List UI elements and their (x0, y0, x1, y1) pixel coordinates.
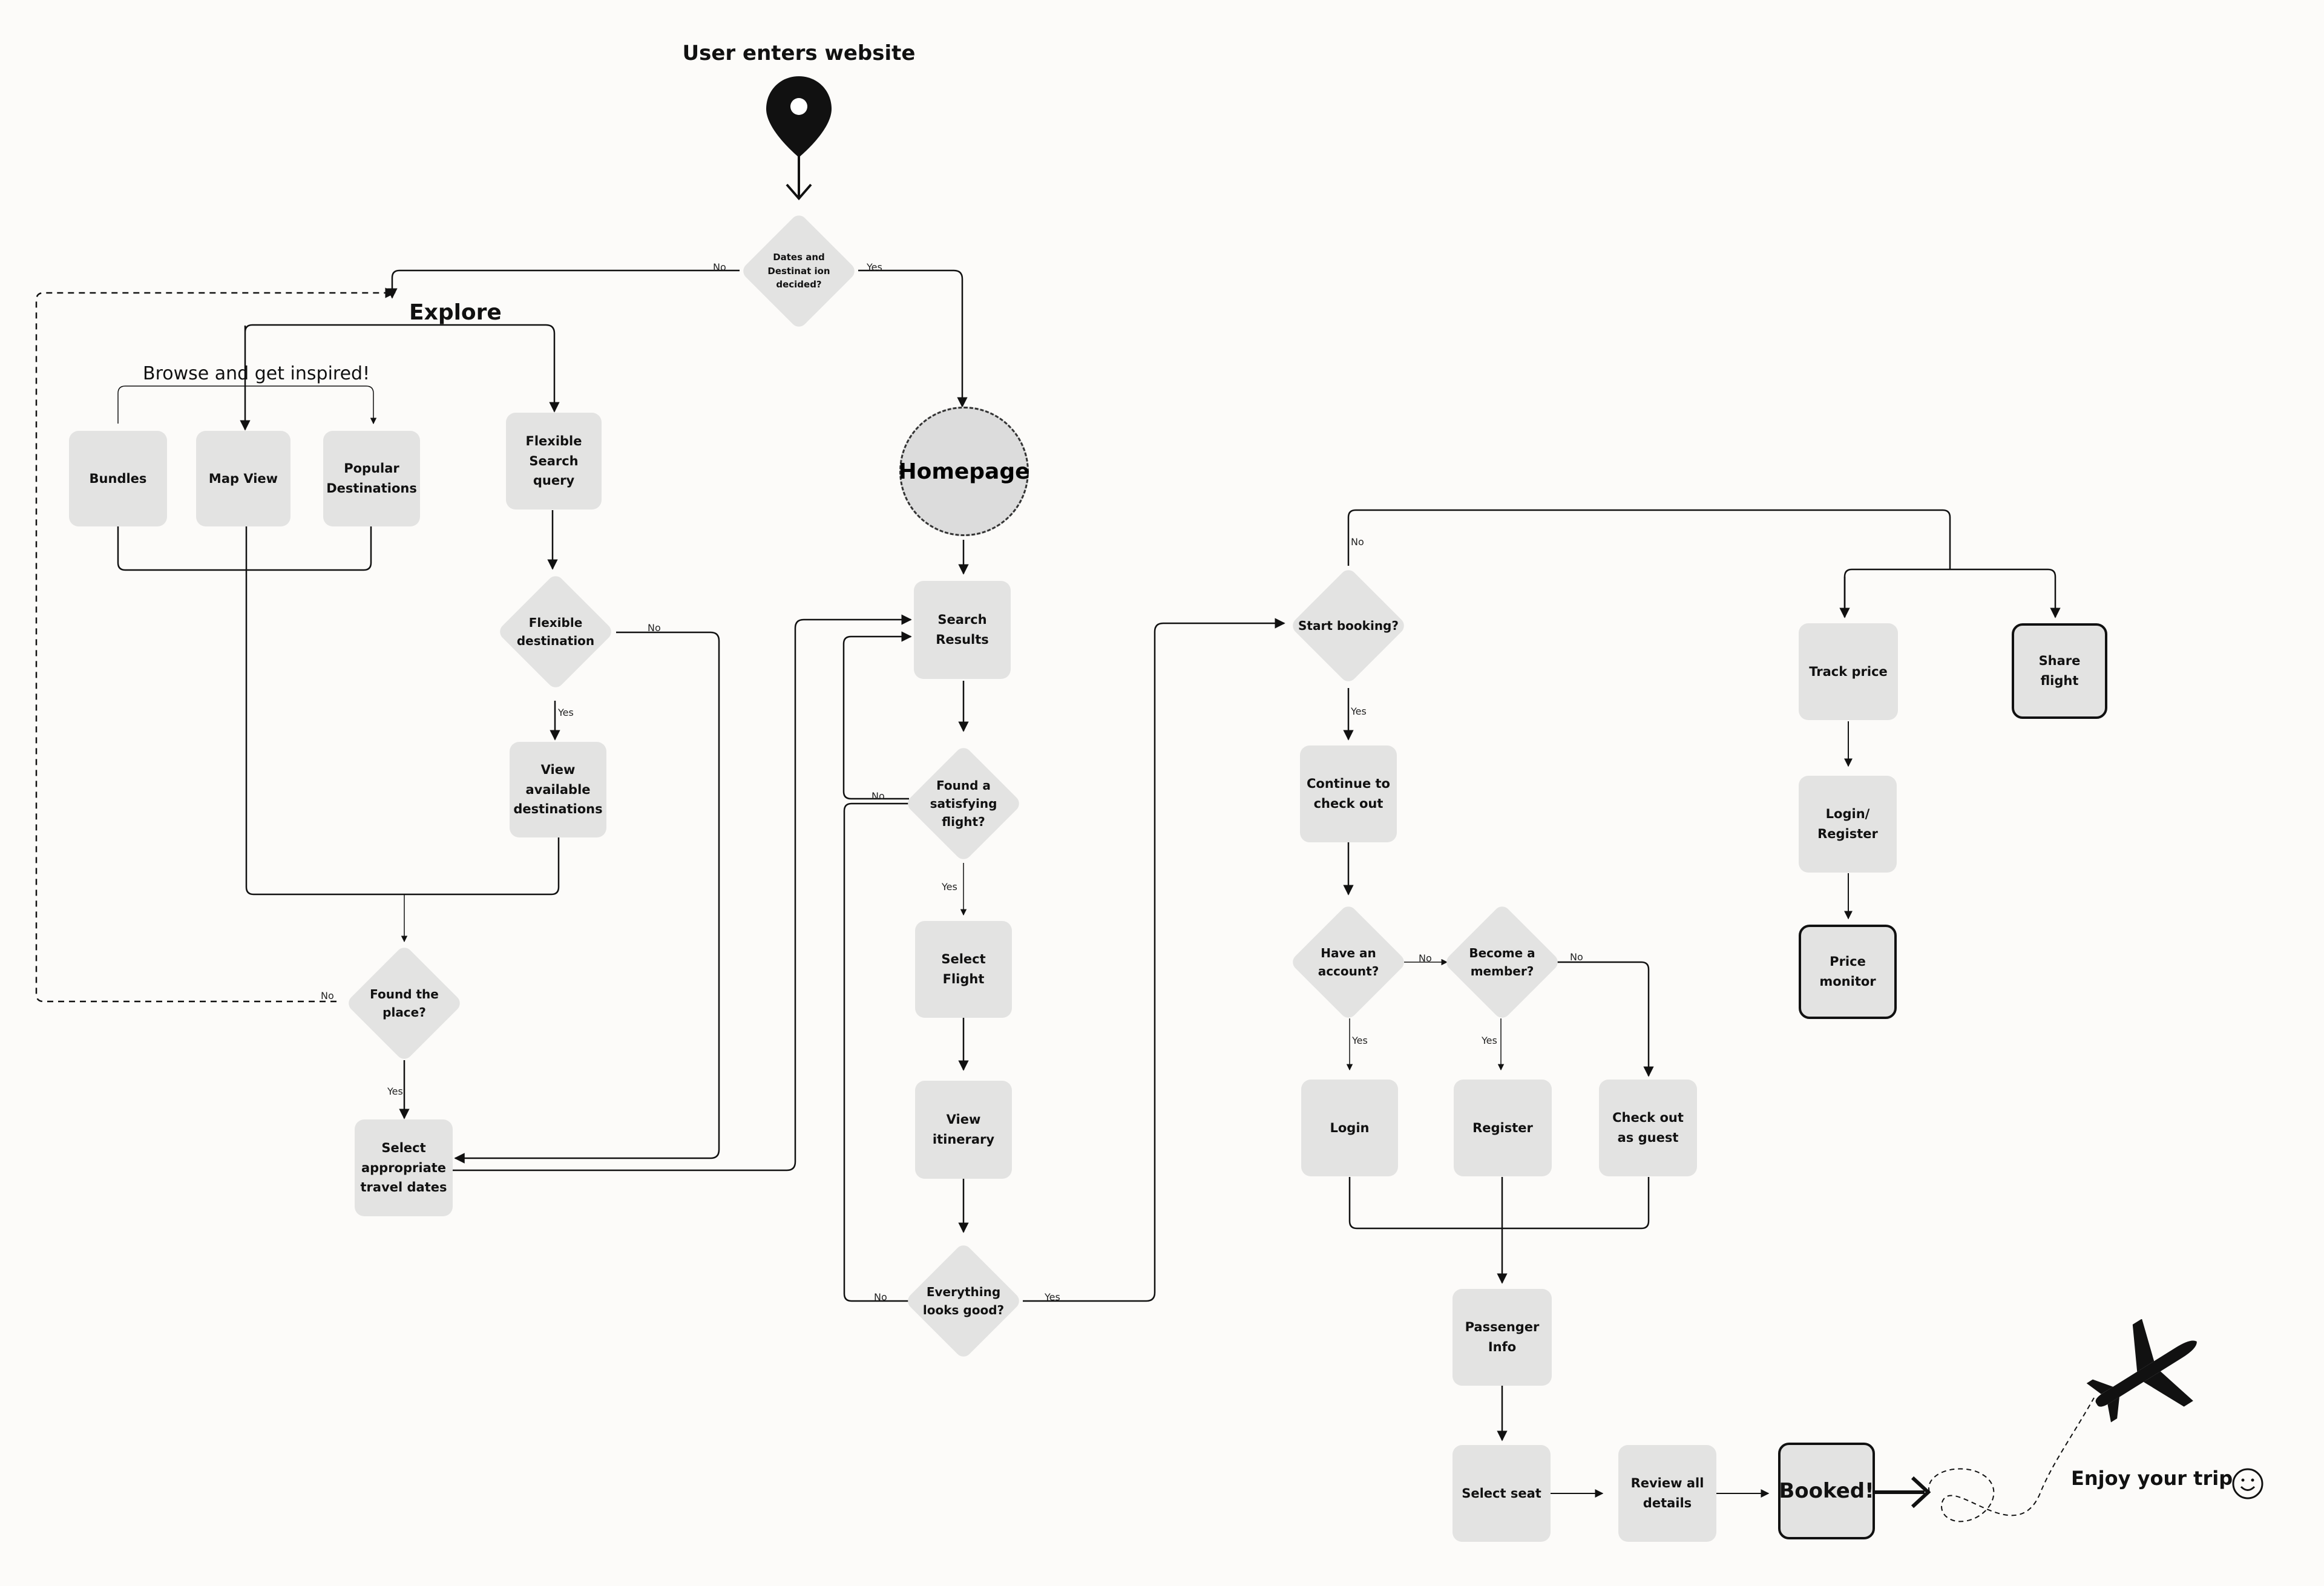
register-node: Register (1454, 1080, 1552, 1176)
no-label: No (713, 261, 726, 273)
yes-label: Yes (1352, 1035, 1368, 1046)
flexible-search-node: Flexible Search query (506, 413, 602, 510)
no-label: No (872, 790, 885, 802)
login-register-node: Login/ Register (1799, 776, 1897, 873)
select-flight-node: Select Flight (915, 921, 1012, 1018)
popular-destinations-node: Popular Destinations (323, 431, 420, 526)
become-member-decision: Become a member? (1443, 903, 1561, 1021)
no-label: No (1351, 536, 1364, 548)
no-label: No (1570, 951, 1583, 963)
yes-label: Yes (387, 1086, 403, 1097)
login-node: Login (1301, 1080, 1398, 1176)
no-label: No (1419, 952, 1432, 964)
location-pin-icon (766, 76, 832, 157)
yes-label: Yes (558, 707, 574, 718)
yes-label: Yes (1482, 1035, 1497, 1046)
homepage-node: Homepage (898, 407, 1030, 536)
map-view-node: Map View (196, 431, 290, 526)
search-results-node: Search Results (914, 581, 1011, 679)
start-title: User enters website (682, 41, 916, 65)
view-destinations-node: View available destinations (510, 742, 606, 837)
bundles-node: Bundles (69, 431, 167, 526)
yes-label: Yes (1351, 706, 1367, 717)
review-details-node: Review all details (1618, 1445, 1716, 1542)
no-label: No (321, 990, 334, 1001)
airplane-icon (2086, 1319, 2197, 1423)
select-seat-node: Select seat (1452, 1445, 1551, 1542)
flexible-destination-decision: Flexible destination (495, 571, 616, 692)
price-monitor-node: Price monitor (1799, 925, 1897, 1019)
continue-checkout-node: Continue to check out (1300, 745, 1397, 842)
passenger-info-node: Passenger Info (1452, 1289, 1552, 1386)
dates-decided-decision: Dates and Destinat ion decided? (740, 212, 858, 330)
yes-label: Yes (867, 261, 882, 273)
yes-label: Yes (942, 881, 957, 893)
end-title: Enjoy your trip (2071, 1467, 2233, 1490)
view-itinerary-node: View itinerary (915, 1081, 1012, 1179)
no-label: No (648, 622, 661, 634)
browse-title: Browse and get inspired! (143, 363, 370, 384)
start-booking-decision: Start booking? (1288, 565, 1409, 686)
guest-checkout-node: Check out as guest (1599, 1080, 1697, 1176)
no-label: No (874, 1291, 887, 1303)
have-account-decision: Have an account? (1289, 903, 1408, 1021)
found-place-decision: Found the place? (344, 944, 465, 1063)
smiley-icon (2232, 1468, 2263, 1499)
found-flight-decision: Found a satisfying flight? (903, 743, 1024, 864)
yes-label: Yes (1045, 1291, 1060, 1303)
booked-node: Booked! (1778, 1443, 1875, 1539)
looks-good-decision: Everything looks good? (903, 1242, 1024, 1360)
explore-title: Explore (409, 300, 502, 325)
select-dates-node: Select appropriate travel dates (355, 1119, 453, 1216)
track-price-node: Track price (1799, 623, 1898, 720)
share-flight-node: Share flight (2012, 623, 2107, 719)
